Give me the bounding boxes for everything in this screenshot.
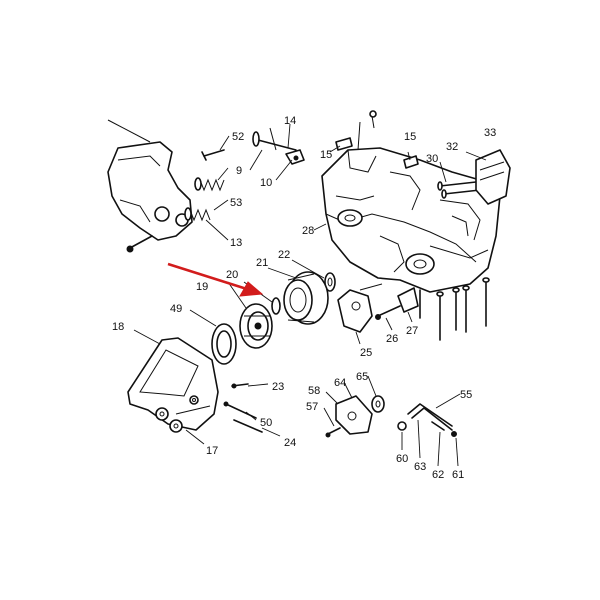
leader-lines [133, 123, 487, 467]
pin-part-52 [201, 149, 225, 161]
nuts-part-17 [155, 407, 183, 433]
bolt-part-57 [325, 427, 341, 438]
oil-pump-part-58 [335, 395, 373, 435]
spring-part-53 [194, 177, 225, 192]
label-27: 27 [406, 325, 418, 337]
label-62: 62 [432, 469, 444, 481]
washer-part-22 [324, 272, 336, 292]
label-10: 10 [260, 177, 272, 189]
bolts-part-50 [223, 401, 263, 433]
spring-part-13 [184, 207, 211, 222]
label-23: 23 [272, 381, 284, 393]
clutch-part-19 [239, 303, 273, 349]
bolt-part-26 [375, 305, 401, 320]
ring-part-49 [211, 323, 237, 365]
clip-part-10 [285, 149, 305, 165]
label-15a: 15 [320, 149, 332, 161]
label-50: 50 [260, 417, 272, 429]
label-58: 58 [308, 385, 320, 397]
label-55: 55 [460, 389, 472, 401]
label-21: 21 [256, 257, 268, 269]
label-14: 14 [284, 115, 296, 127]
washer-part-64 [371, 395, 385, 413]
label-53: 53 [230, 197, 242, 209]
pin-part-23 [231, 383, 249, 389]
label-57: 57 [306, 401, 318, 413]
label-60: 60 [396, 453, 408, 465]
label-33: 33 [484, 127, 496, 139]
bracket-part-27 [397, 287, 419, 313]
label-65: 65 [356, 371, 368, 383]
washer-part-20 [271, 297, 281, 315]
label-18: 18 [112, 321, 124, 333]
label-26: 26 [386, 333, 398, 345]
label-22: 22 [278, 249, 290, 261]
label-13: 13 [230, 237, 242, 249]
long-bolts [419, 277, 490, 341]
label-61: 61 [452, 469, 464, 481]
label-19: 19 [196, 281, 208, 293]
red-pointer-arrow [167, 262, 264, 297]
label-30: 30 [426, 153, 438, 165]
label-17: 17 [206, 445, 218, 457]
label-20: 20 [226, 269, 238, 281]
label-25: 25 [360, 347, 372, 359]
clutch-drum-part-21 [283, 271, 329, 325]
label-64: 64 [334, 377, 346, 389]
plate-part-25 [337, 283, 383, 333]
rear-handle-bracket [107, 119, 193, 241]
cylinder-part-32 [475, 149, 511, 205]
side-cover-part-18 [127, 337, 219, 431]
label-52: 52 [232, 131, 244, 143]
label-24: 24 [284, 437, 296, 449]
label-49: 49 [170, 303, 182, 315]
label-28: 28 [302, 225, 314, 237]
label-63: 63 [414, 461, 426, 473]
label-32: 32 [446, 141, 458, 153]
oil-line-part-55 [397, 403, 457, 437]
label-15b: 15 [404, 131, 416, 143]
label-9: 9 [236, 165, 242, 177]
bolts-part-30 [437, 181, 481, 199]
lever-part-9 [252, 127, 297, 151]
screw-bolt [126, 235, 153, 253]
